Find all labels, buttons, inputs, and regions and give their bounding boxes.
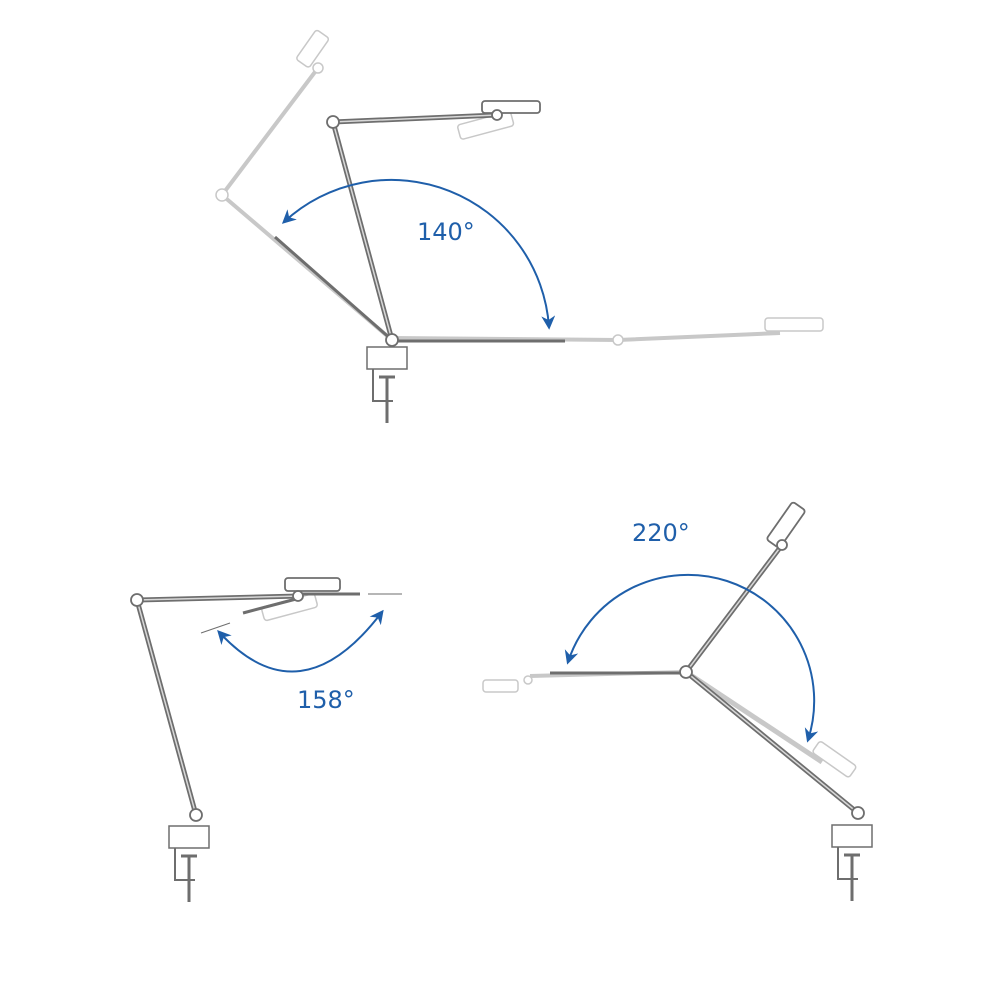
lamp-top: 140° [215,29,824,425]
angle-arrow-140 [281,178,556,330]
lamp-bottom-right: 220° [482,501,874,903]
lamp-bottom-left: 158° [130,577,402,904]
angle-label-140: 140° [417,218,475,246]
angle-label-158: 158° [297,686,355,714]
angle-label-220: 220° [632,519,690,547]
angle-arrow-158 [217,609,384,673]
angle-arrow-220 [564,573,819,743]
